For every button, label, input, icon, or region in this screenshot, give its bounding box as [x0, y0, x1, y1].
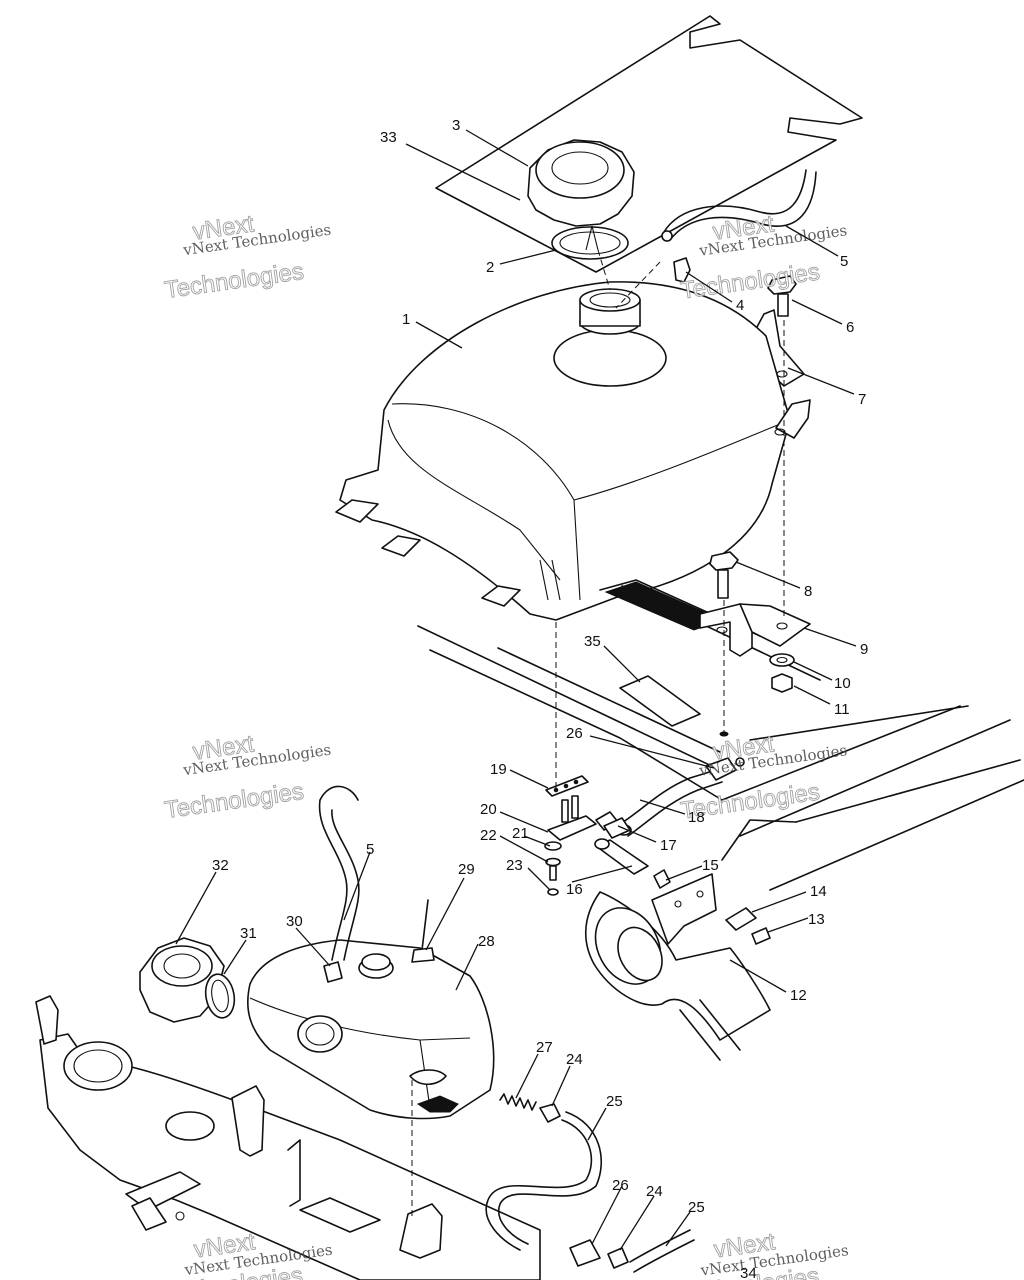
hose-clamp-24-upper	[539, 1103, 561, 1123]
insulation-strip-35	[619, 675, 701, 727]
callout-6: 6	[846, 319, 854, 336]
cap-gasket-31	[204, 973, 236, 1019]
screw-13	[751, 927, 771, 945]
washer-10	[769, 653, 795, 667]
callout-26-upper: 26	[566, 725, 583, 742]
vent-hose-top	[661, 169, 817, 242]
callout-9: 9	[860, 641, 868, 658]
reservoir-tank	[247, 939, 495, 1120]
breather-fitting-29	[411, 899, 435, 963]
elbow-fitting-26-upper	[705, 757, 745, 781]
callout-27: 27	[536, 1039, 553, 1056]
watermark-text-3: Technologies	[163, 258, 306, 304]
vent-hose-lower	[318, 785, 360, 961]
frame-crossmember-12	[584, 873, 771, 1061]
callout-10: 10	[834, 675, 851, 692]
callout-24-lower: 24	[646, 1183, 663, 1200]
callout-29: 29	[458, 861, 475, 878]
callout-23: 23	[506, 857, 523, 874]
callout-21: 21	[512, 825, 529, 842]
callout-26-lower: 26	[612, 1177, 629, 1194]
reservoir-cap-32	[139, 937, 225, 1023]
callout-12: 12	[790, 987, 807, 1004]
alignment-lines	[411, 249, 785, 1218]
callout-20: 20	[480, 801, 497, 818]
callout-22: 22	[480, 827, 497, 844]
callout-8: 8	[804, 583, 812, 600]
callout-25-lower: 25	[688, 1199, 705, 1216]
drain-hose-25-lower	[629, 1229, 695, 1273]
callout-5-top: 5	[840, 253, 848, 270]
callout-32: 32	[212, 857, 229, 874]
elbow-fitting-26-lower	[569, 1239, 601, 1267]
inline-fuel-filter-16	[594, 838, 649, 875]
callout-3: 3	[452, 117, 460, 134]
bracket-14	[725, 907, 757, 931]
callout-30: 30	[286, 913, 303, 930]
callout-4: 4	[736, 297, 744, 314]
callout-35: 35	[584, 633, 601, 650]
rear-hitch-frame	[35, 995, 541, 1280]
callout-18: 18	[688, 809, 705, 826]
vent-fitting	[673, 257, 691, 283]
nut-11	[771, 673, 793, 693]
callout-24-upper: 24	[566, 1051, 583, 1068]
callout-15: 15	[702, 857, 719, 874]
watermark-6: vNext vNext Technologies Technologies	[678, 1228, 850, 1280]
callout-17: 17	[660, 837, 677, 854]
bolt-8	[709, 551, 739, 599]
callout-14: 14	[810, 883, 827, 900]
callout-16: 16	[566, 881, 583, 898]
hose-clamp-15	[653, 869, 671, 889]
callout-28: 28	[478, 933, 495, 950]
callout-7: 7	[858, 391, 866, 408]
callout-19: 19	[490, 761, 507, 778]
bolt-6	[767, 275, 797, 317]
watermark-5: vNext vNext Technologies Technologies	[162, 1228, 334, 1280]
fuel-petcock-assembly	[544, 775, 631, 896]
hose-fitting-30	[323, 961, 343, 983]
callout-25-upper: 25	[606, 1093, 623, 1110]
fuel-cap	[527, 139, 635, 260]
watermark-3: vNext vNext Technologies Technologies	[163, 730, 333, 825]
spring-27	[499, 1093, 537, 1111]
callout-5-lower: 5	[366, 841, 374, 858]
callout-2: 2	[486, 259, 494, 276]
callout-1: 1	[402, 311, 410, 328]
drain-hose-25-upper	[485, 1111, 603, 1251]
fuel-tank	[335, 281, 811, 621]
callout-33: 33	[380, 129, 397, 146]
watermark-text-3: Technologies	[163, 778, 306, 824]
watermark-1: vNext vNext Technologies Technologies	[163, 210, 333, 305]
mount-bracket-9	[699, 603, 811, 657]
callout-31: 31	[240, 925, 257, 942]
callout-34: 34	[740, 1265, 757, 1280]
leader-lines	[175, 129, 857, 1251]
callout-numbers: 33 3 2 1 4 5 6 7 8 9 10 11 35 26 19 18 1…	[212, 117, 868, 1280]
hose-clamp-24-lower	[607, 1247, 629, 1269]
callout-11: 11	[834, 701, 850, 718]
callout-13: 13	[808, 911, 825, 928]
